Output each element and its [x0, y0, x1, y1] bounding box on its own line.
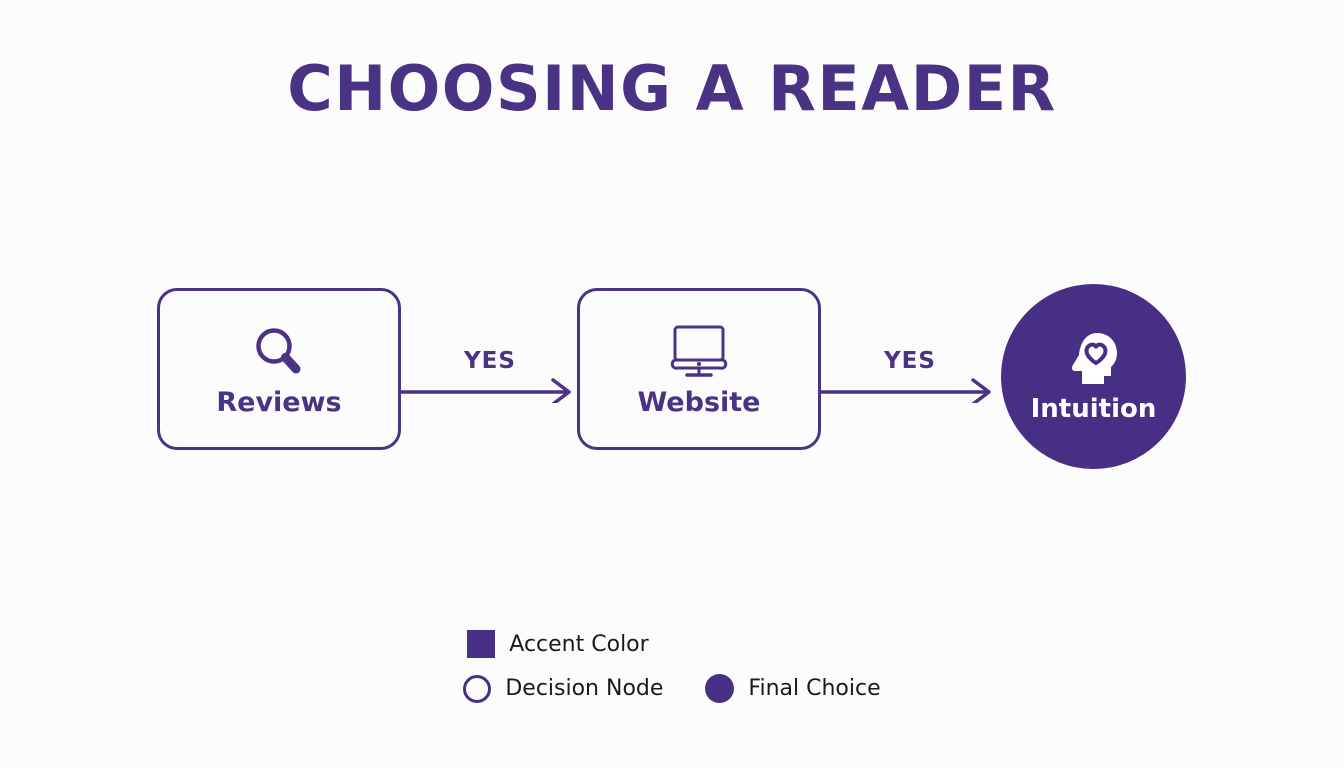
- final-choice-swatch-icon: [705, 674, 735, 703]
- connector-label-yes: YES: [884, 348, 936, 374]
- flow-connector-reviews-to-website: YES: [401, 348, 579, 408]
- page-title: CHOOSING A READER: [287, 52, 1057, 125]
- magnifying-glass-icon: [248, 321, 310, 383]
- arrow-right-icon: [821, 375, 999, 408]
- legend: Accent Color Decision Node Final Choice: [0, 630, 1344, 703]
- flow-node-website[interactable]: Website: [577, 288, 821, 450]
- connector-label-yes: YES: [464, 348, 516, 374]
- legend-item-label: Accent Color: [509, 631, 649, 657]
- legend-item-decision-node: Decision Node: [463, 674, 664, 703]
- legend-row: Accent Color: [467, 630, 649, 658]
- legend-row: Decision Node Final Choice: [463, 674, 881, 703]
- legend-item-accent-color: Accent Color: [467, 630, 649, 658]
- flow-node-label: Intuition: [1030, 393, 1157, 424]
- flow-node-label: Website: [637, 386, 761, 418]
- flow-node-label: Reviews: [216, 386, 342, 418]
- arrow-right-icon: [401, 375, 579, 408]
- flow-node-intuition[interactable]: Intuition: [1001, 284, 1186, 469]
- flow-diagram: Reviews YES Website YES: [0, 284, 1344, 469]
- flow-node-reviews[interactable]: Reviews: [157, 288, 401, 450]
- decision-node-swatch-icon: [463, 674, 492, 703]
- legend-item-final-choice: Final Choice: [705, 674, 881, 703]
- legend-item-label: Final Choice: [748, 676, 881, 701]
- legend-item-label: Decision Node: [505, 676, 664, 701]
- monitor-icon: [667, 321, 731, 383]
- accent-color-swatch-icon: [467, 630, 496, 658]
- head-with-heart-icon: [1066, 330, 1122, 388]
- flow-connector-website-to-intuition: YES: [821, 348, 999, 408]
